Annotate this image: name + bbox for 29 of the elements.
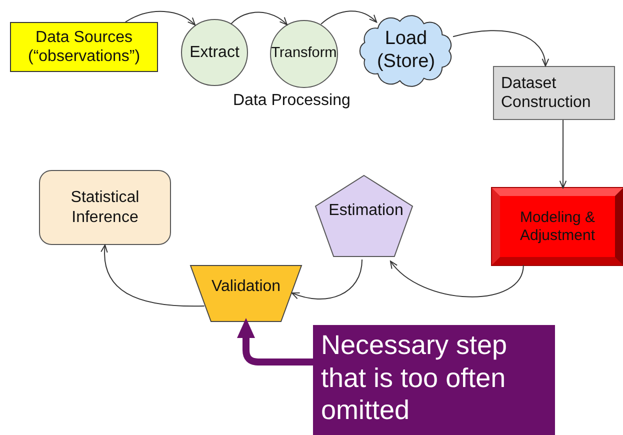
arrow (559, 120, 567, 188)
process-box (493, 66, 615, 120)
arrow (452, 30, 548, 66)
arrow (237, 318, 313, 366)
node-label: Statistical Inference (70, 188, 140, 227)
callout-box (313, 325, 555, 435)
arrow (390, 260, 524, 298)
node-label: Necessary step that is too often omitted (321, 329, 508, 427)
node-label: Validation (211, 276, 281, 296)
node-label: Transform (271, 45, 337, 63)
process-box (492, 188, 623, 265)
arrow (101, 244, 205, 307)
group-label: Data Processing (233, 92, 350, 110)
node-label: Data Sources (“observations”) (26, 28, 142, 66)
arrow (320, 10, 378, 25)
process-box (39, 170, 171, 245)
node-label: Estimation (328, 201, 404, 221)
node-label: Load (Store) (376, 28, 436, 74)
source-box (10, 22, 158, 72)
node-label: Dataset Construction (501, 74, 592, 112)
arrow (291, 258, 363, 300)
node-label: Extract (190, 42, 240, 62)
process-trapezoid (190, 265, 302, 322)
arrow (230, 12, 288, 26)
arrow (124, 10, 196, 26)
process-pentagon (315, 175, 413, 257)
process-circle (270, 20, 338, 88)
process-circle (181, 19, 248, 86)
node-label: Modeling & Adjustment (518, 208, 596, 244)
